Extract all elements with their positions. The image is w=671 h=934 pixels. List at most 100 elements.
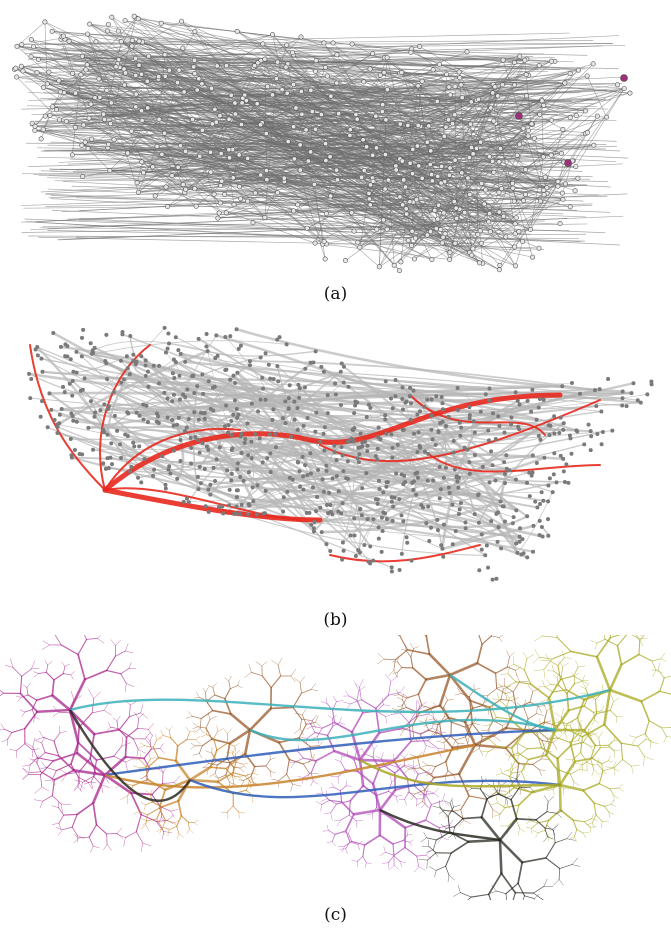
graph-node [57,89,63,95]
graph-node [243,437,248,442]
bundle-branch [207,685,214,688]
bundle-branch [205,719,211,729]
bundle-branch [19,692,39,713]
bundle-branch [74,783,80,790]
bundle-branch [120,795,128,801]
graph-node [185,387,190,392]
graph-node [164,350,169,355]
graph-node [336,111,342,117]
bundle-branch [29,758,37,763]
graph-node [280,416,285,421]
graph-edge [118,59,283,90]
bundle-branch [532,657,540,664]
graph-node [303,463,308,468]
graph-node [211,191,217,197]
graph-node [430,67,436,73]
bundled-edge [129,373,470,475]
bundle-branch [506,697,510,708]
bundle-branch [393,846,406,856]
graph-edge [44,193,564,215]
graph-node [40,127,46,133]
bundle-branch [347,755,355,761]
graph-node [230,175,236,181]
bundle-branch [412,725,415,737]
bundle-branch [545,857,561,870]
graph-node [197,464,202,469]
graph-node [316,468,321,473]
graph-node [50,104,56,110]
graph-node [292,417,297,422]
bundle-branch [635,733,646,738]
graph-node [297,395,302,400]
bundle-branch [651,658,662,662]
bundle-branch [205,727,213,740]
bundle-branch [73,695,82,701]
graph-node [123,70,129,76]
bundle-branch [558,783,585,792]
graph-node [457,75,463,81]
graph-node [561,469,566,474]
graph-node [546,533,551,538]
bundle-branch [234,746,237,753]
bundle-branch [417,771,428,775]
bundle-branch [422,801,429,808]
graph-node [502,430,507,435]
graph-node [521,198,527,204]
bundle-branch [604,805,610,813]
bundle-branch [498,817,518,842]
bundle-branch [333,721,353,733]
bundle-branch [216,760,231,764]
bundle-branch [522,895,525,900]
graph-node [397,194,403,200]
bundle-branch [443,699,448,708]
graph-node [162,52,168,58]
bundle-branch [26,687,29,696]
graph-node [220,504,225,509]
graph-node [436,429,441,434]
bundle-branch [402,693,404,701]
bundle-branch [543,658,553,671]
graph-node [515,550,520,555]
bundle-branch [431,706,437,710]
graph-node [440,401,445,406]
bundle-branch [552,825,557,830]
bundle-branch [498,683,504,690]
graph-node [389,432,394,437]
graph-node [446,485,451,490]
graph-node [469,252,475,258]
bundle-branch [569,768,581,775]
graph-node [487,398,492,403]
graph-node [529,473,534,478]
bundle-branch [582,674,585,682]
graph-node [451,450,456,455]
bundle-branch [174,819,181,824]
graph-edge [66,72,551,96]
graph-node [275,59,281,65]
bundle-branch [492,787,498,793]
bundle-branch [535,832,539,838]
graph-node [295,427,300,432]
bundle-branch [553,789,555,796]
graph-node [224,367,229,372]
bundle-branch [139,765,150,769]
graph-node [542,174,548,180]
graph-node [385,177,391,183]
bundle-link [68,709,191,802]
bundle-branch [21,668,32,677]
graph-node [496,525,501,530]
bundle-branch [348,800,351,816]
graph-node [275,337,280,342]
bundle-branch [149,734,153,742]
bundle-branch [569,836,575,839]
bundled-edge [195,435,393,459]
graph-node [134,359,139,364]
graph-node [166,331,171,336]
bundle-branch [601,705,605,712]
bundle-branch [416,854,427,857]
bundle-branch [163,778,192,792]
bundle-branch [416,855,420,868]
bundle-branch [522,763,530,766]
bundle-branch [580,752,588,763]
graph-node [429,397,434,402]
bundled-edge [206,446,333,515]
